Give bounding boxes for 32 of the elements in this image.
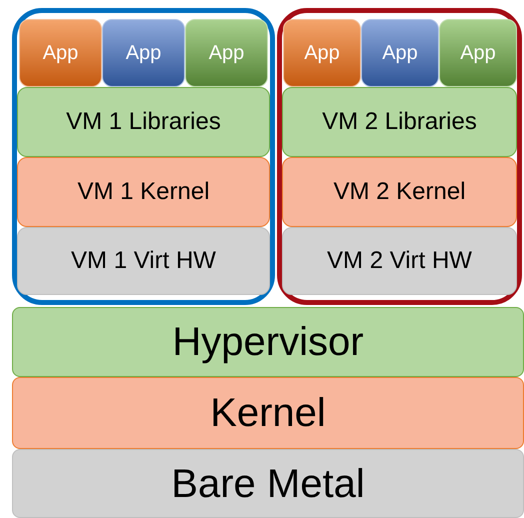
layer-block bbox=[282, 227, 517, 295]
app-block bbox=[283, 19, 361, 87]
layer-label: VM 2 Libraries bbox=[322, 108, 477, 136]
app-label: App bbox=[382, 42, 418, 64]
layer-label: Hypervisor bbox=[172, 320, 364, 364]
layer-block bbox=[17, 227, 270, 295]
layer-label: VM 1 Kernel bbox=[77, 178, 210, 206]
layer-block bbox=[12, 449, 524, 518]
app-label: App bbox=[460, 42, 496, 64]
layer-block bbox=[12, 377, 524, 449]
app-label: App bbox=[304, 42, 340, 64]
layer-label: VM 2 Virt HW bbox=[327, 248, 472, 274]
app-label: App bbox=[42, 42, 78, 64]
app-block bbox=[361, 19, 439, 87]
layer-label: VM 2 Kernel bbox=[333, 178, 466, 206]
app-label: App bbox=[126, 42, 162, 64]
app-block bbox=[102, 19, 185, 87]
layer-block bbox=[17, 87, 270, 157]
app-block bbox=[439, 19, 517, 87]
layer-label: Kernel bbox=[210, 391, 326, 435]
layer-block bbox=[282, 87, 517, 157]
layer-block bbox=[17, 157, 270, 227]
app-block bbox=[185, 19, 268, 87]
layer-block bbox=[12, 307, 524, 377]
layer-label: VM 1 Virt HW bbox=[71, 248, 216, 274]
vm-outline bbox=[277, 8, 522, 305]
layer-label: Bare Metal bbox=[171, 462, 365, 506]
layer-block bbox=[282, 157, 517, 227]
app-block bbox=[19, 19, 102, 87]
layer-label: VM 1 Libraries bbox=[66, 108, 221, 136]
app-label: App bbox=[208, 42, 244, 64]
vm-outline bbox=[12, 8, 275, 305]
